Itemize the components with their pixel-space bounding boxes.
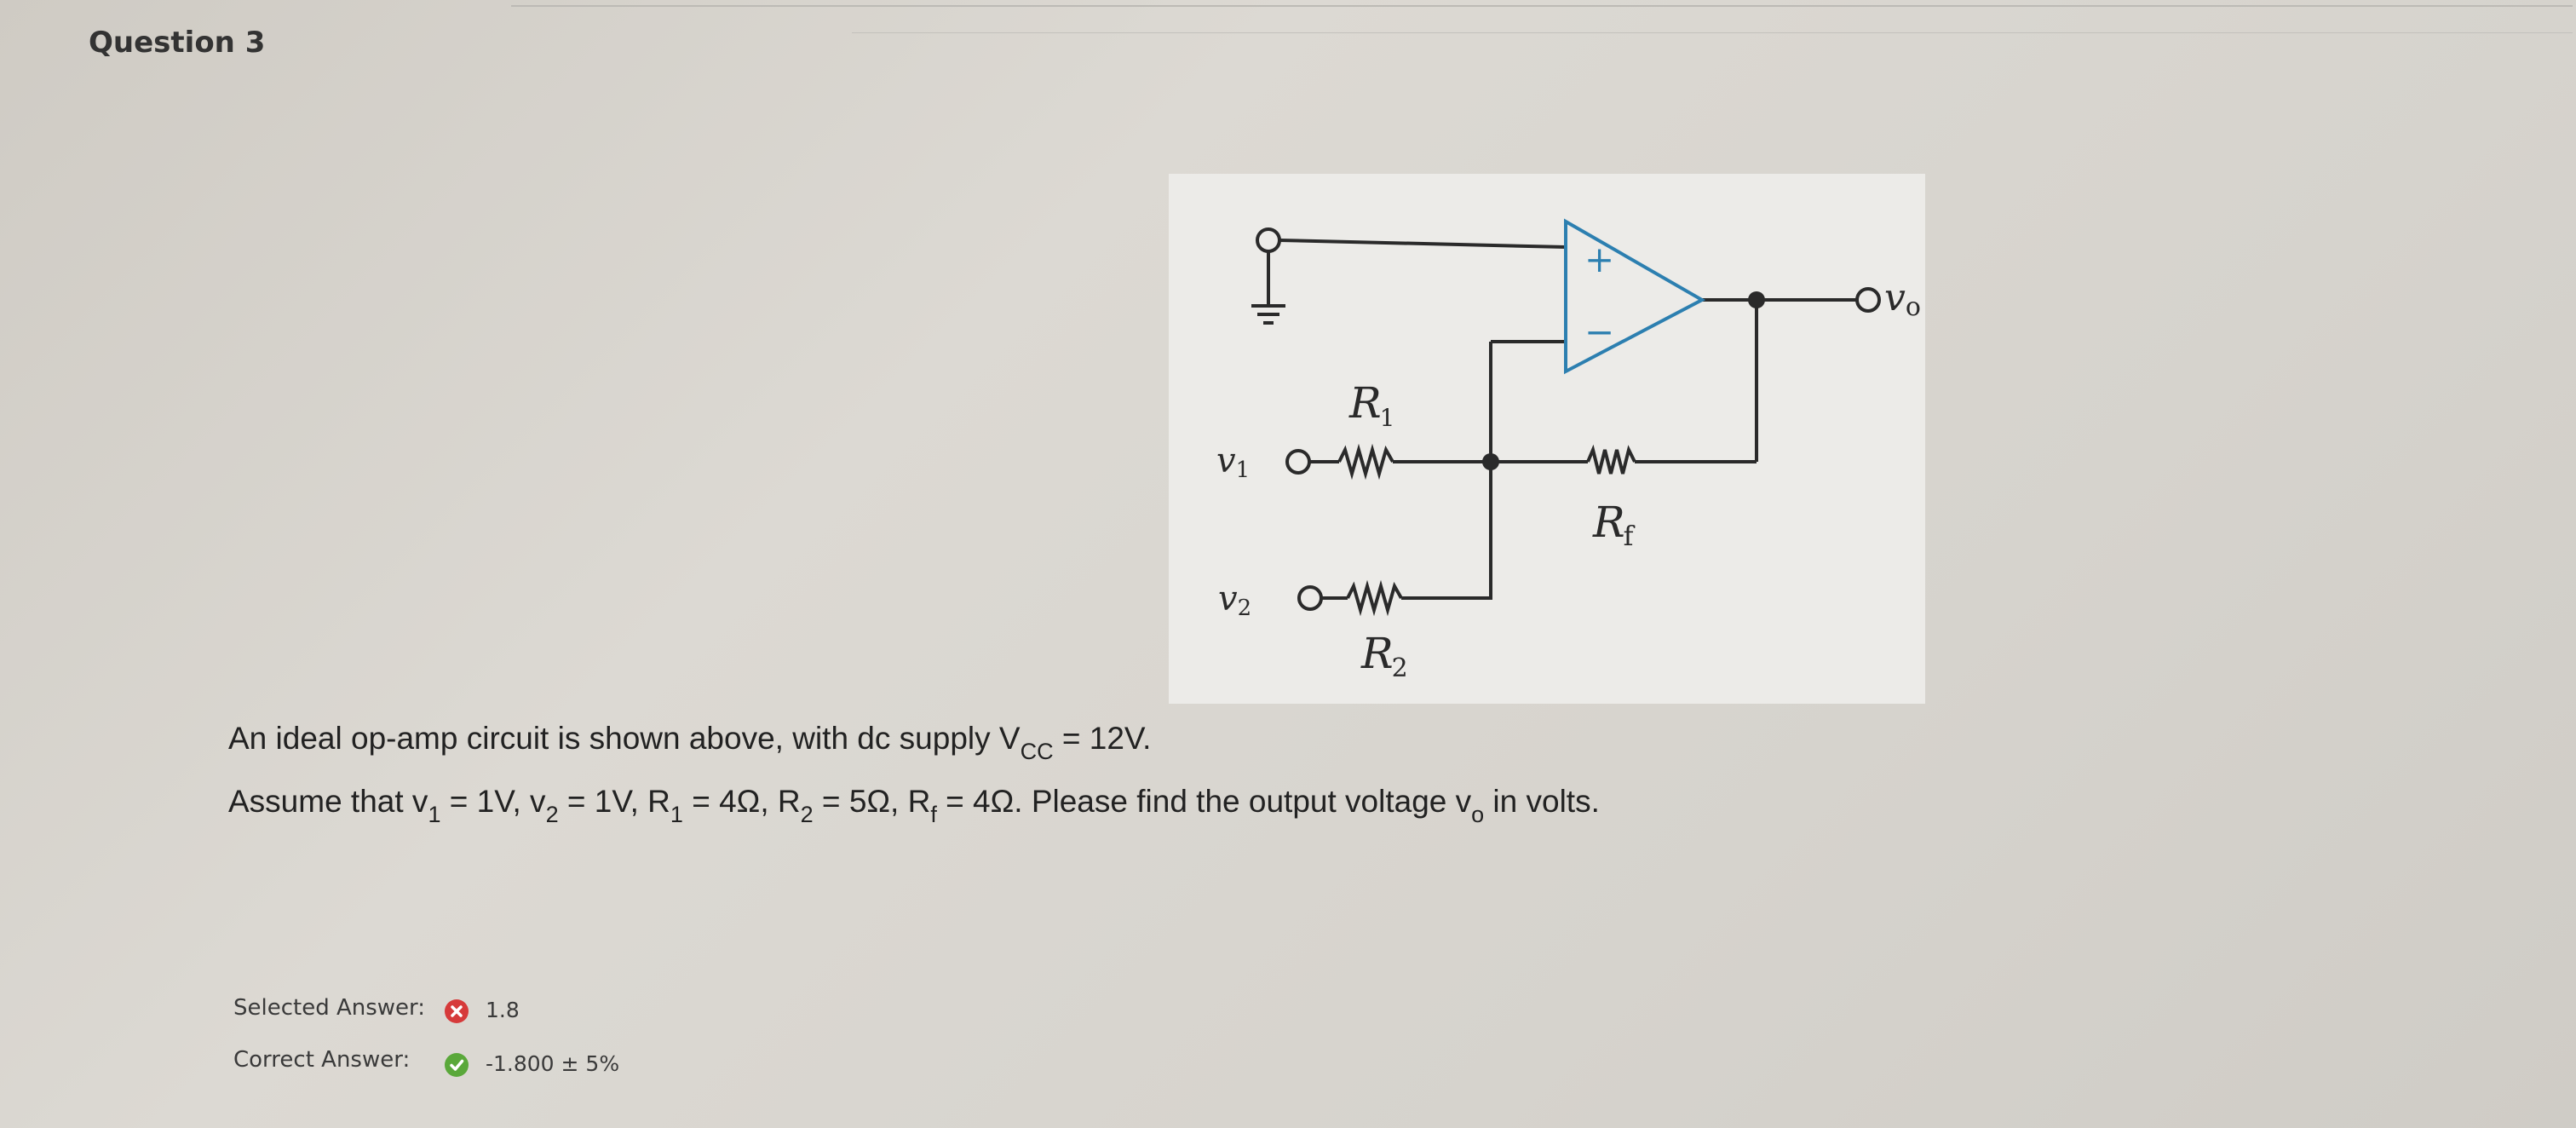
vo-label-sub: o: [1906, 292, 1921, 322]
op-amp-symbol: [1564, 218, 1706, 375]
vo-terminal: [1855, 287, 1881, 313]
inverting-node-dot: [1482, 453, 1499, 470]
rf-label: R: [1592, 498, 1625, 547]
svg-text:v2: v2: [1218, 579, 1251, 621]
correct-check-icon: [445, 1053, 469, 1077]
op-amp-plus-sign: +: [1584, 239, 1614, 280]
op-amp-minus-sign: −: [1584, 311, 1614, 353]
question-text-line1: An ideal op-amp circuit is shown above, …: [228, 721, 1152, 764]
v1-terminal: [1285, 449, 1311, 475]
r1-label: R: [1348, 378, 1382, 428]
v1-label-sub: 1: [1236, 458, 1251, 483]
question-text-line2: Assume that v1 = 1V, v2 = 1V, R1 = 4Ω, R…: [228, 784, 1600, 827]
circuit-diagram: + − R1 Rf R2 v1 v2 vo: [1216, 218, 1921, 683]
v1-label: v: [1216, 441, 1236, 481]
selected-answer-label: Selected Answer:: [233, 995, 426, 1021]
selected-answer-value: 1.8: [486, 998, 520, 1022]
svg-text:R1: R1: [1348, 378, 1394, 432]
top-divider: [511, 5, 2573, 7]
svg-text:v1: v1: [1216, 441, 1250, 483]
v2-terminal: [1297, 585, 1323, 611]
ground-terminal: [1256, 227, 1281, 253]
vo-label: v: [1884, 276, 1906, 319]
circuit-figure: + − R1 Rf R2 v1 v2 vo: [1169, 174, 1925, 704]
correct-answer-label: Correct Answer:: [233, 1047, 411, 1073]
v2-label: v: [1218, 579, 1238, 619]
r2-label: R: [1360, 629, 1394, 678]
incorrect-x-icon: [445, 999, 469, 1023]
top-divider-secondary: [852, 32, 2573, 33]
r1-label-sub: 1: [1380, 404, 1395, 432]
r2-label-sub: 2: [1392, 653, 1408, 683]
v2-label-sub: 2: [1238, 596, 1252, 621]
svg-text:Rf: Rf: [1592, 498, 1636, 552]
svg-text:vo: vo: [1884, 276, 1921, 322]
svg-text:R2: R2: [1360, 629, 1408, 683]
question-title: Question 3: [89, 26, 266, 60]
correct-answer-value: -1.800 ± 5%: [486, 1051, 620, 1076]
output-node-dot: [1748, 291, 1765, 308]
rf-label-sub: f: [1624, 520, 1636, 552]
